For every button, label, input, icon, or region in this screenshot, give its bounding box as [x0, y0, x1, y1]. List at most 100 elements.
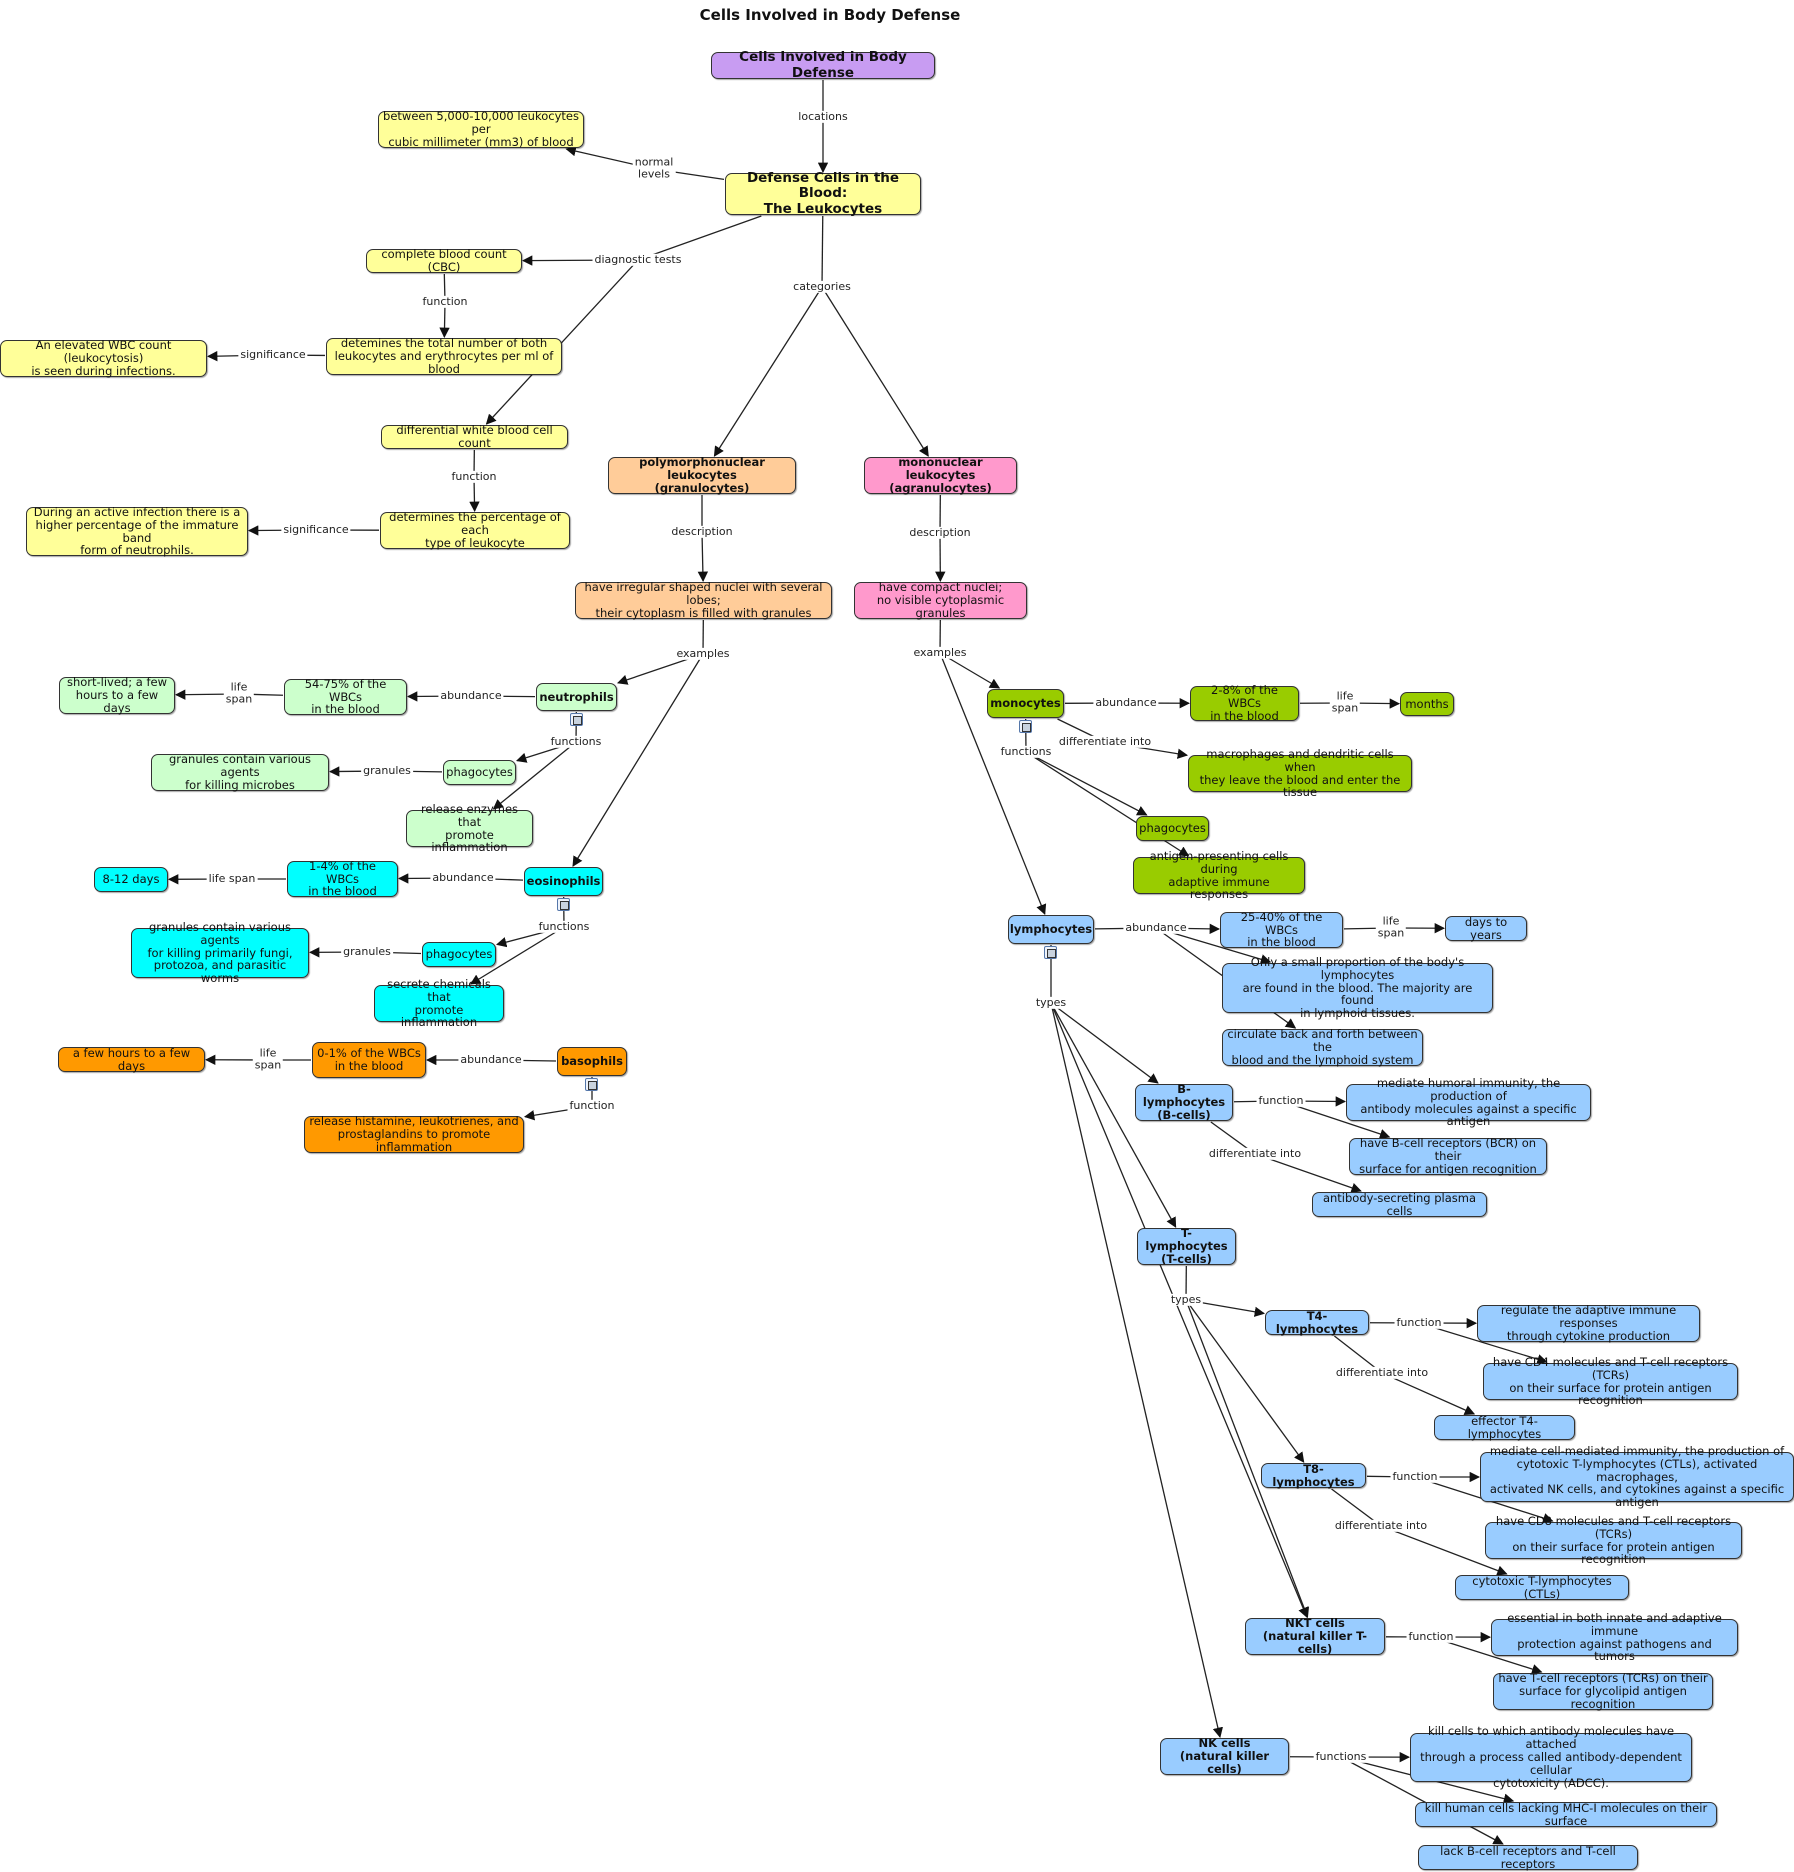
node-basophils[interactable]: basophils	[557, 1047, 627, 1076]
node-t4-cd4[interactable]: have CD4 molecules and T-cell receptors …	[1483, 1355, 1738, 1407]
node-b-bcr[interactable]: have B-cell receptors (BCR) on their sur…	[1349, 1137, 1547, 1175]
connector-line	[492, 741, 577, 810]
node-leukocytes[interactable]: Defense Cells in the Blood: The Leukocyt…	[725, 171, 921, 216]
node-l-small[interactable]: Only a small proportion of the body's ly…	[1222, 955, 1493, 1020]
node-lymphocytes[interactable]: lymphocytes	[1008, 915, 1094, 944]
node-mono[interactable]: mononuclear leukocytes (agranulocytes)	[864, 456, 1017, 494]
link-label-functions: functions	[536, 919, 592, 934]
attachment-icon[interactable]	[1018, 720, 1032, 733]
link-label-abundance: abundance	[438, 688, 504, 703]
attachment-icon[interactable]	[1044, 946, 1057, 959]
node-m-life[interactable]: months	[1400, 692, 1454, 716]
node-t8-med[interactable]: mediate cell-mediated immunity, the prod…	[1480, 1444, 1794, 1509]
node-e-abund[interactable]: 1-4% of the WBCs in the blood	[287, 859, 398, 898]
node-poly[interactable]: polymorphonuclear leukocytes (granulocyt…	[608, 456, 796, 494]
node-t8[interactable]: T8-lymphocytes	[1261, 1462, 1366, 1488]
node-m-abund[interactable]: 2-8% of the WBCs in the blood	[1190, 684, 1299, 722]
node-diff[interactable]: differential white blood cell count	[381, 424, 568, 449]
link-label-diagnostic-tests: diagnostic tests	[592, 252, 684, 267]
link-label-significance: significance	[281, 522, 351, 537]
link-label-differentiate-into: differentiate into	[1333, 1365, 1431, 1380]
node-nk-adcc[interactable]: kill cells to which antibody molecules h…	[1410, 1725, 1692, 1789]
link-label-life-span: life span	[1375, 914, 1407, 941]
connector-line	[697, 531, 709, 583]
link-label-functions: functions	[1313, 1749, 1369, 1764]
node-elevated[interactable]: An elevated WBC count (leukocytosis) is …	[0, 339, 207, 377]
node-cbc[interactable]: complete blood count (CBC)	[366, 248, 522, 273]
node-t4-eff[interactable]: effector T4-lymphocytes	[1434, 1414, 1575, 1440]
node-nkt-tcr[interactable]: have T-cell receptors (TCRs) on their su…	[1493, 1672, 1713, 1710]
node-nkt[interactable]: NKT cells (natural killer T-cells)	[1245, 1617, 1385, 1655]
link-label-significance: significance	[238, 347, 308, 362]
node-t4[interactable]: T4-lymphocytes	[1265, 1309, 1369, 1335]
node-normal[interactable]: between 5,000-10,000 leukocytes per cubi…	[378, 110, 584, 148]
link-label-function: function	[567, 1098, 617, 1113]
node-diff-func[interactable]: determines the percentage of each type o…	[380, 511, 570, 549]
node-e-gran[interactable]: granules contain various agents for kill…	[131, 920, 309, 985]
node-b-life[interactable]: a few hours to a few days	[58, 1046, 205, 1072]
link-label-life-span-inline: life span	[206, 871, 258, 886]
node-e-life[interactable]: 8-12 days	[94, 867, 168, 892]
node-b-hum[interactable]: mediate humoral immunity, the production…	[1346, 1076, 1591, 1128]
link-label-description: description	[669, 524, 735, 539]
node-n-enz[interactable]: release enzymes that promote inflammatio…	[406, 802, 533, 854]
node-n-abund[interactable]: 54-75% of the WBCs in the blood	[284, 677, 407, 716]
connector-line	[1050, 1002, 1223, 1739]
node-t4-reg[interactable]: regulate the adaptive immune responses t…	[1477, 1304, 1700, 1342]
attachment-icon[interactable]	[569, 713, 583, 726]
link-label-granules: granules	[341, 944, 393, 959]
node-m-macro[interactable]: macrophages and dendritic cells when the…	[1188, 747, 1412, 799]
link-label-granules: granules	[361, 763, 413, 778]
connector-line	[637, 215, 762, 261]
node-b-plasma[interactable]: antibody-secreting plasma cells	[1312, 1191, 1487, 1217]
connector-line	[1381, 1372, 1476, 1415]
node-t8-cd8[interactable]: have CD8 molecules and T-cell receptors …	[1485, 1514, 1742, 1566]
link-label-life-span: life span	[223, 680, 255, 707]
node-eosinophils[interactable]: eosinophils	[524, 867, 603, 896]
attachment-icon[interactable]	[585, 1078, 598, 1091]
node-n-phago[interactable]: phagocytes	[443, 760, 516, 785]
node-band[interactable]: During an active infection there is a hi…	[26, 505, 248, 557]
connector-line	[1025, 751, 1148, 816]
link-label-abundance: abundance	[1093, 695, 1159, 710]
node-l-abund[interactable]: 25-40% of the WBCs in the blood	[1220, 910, 1343, 949]
link-label-life-span: life span	[252, 1046, 284, 1073]
node-e-phago[interactable]: phagocytes	[422, 942, 496, 967]
node-e-chem[interactable]: secrete chemicals that promote inflammat…	[374, 977, 504, 1029]
node-n-life[interactable]: short-lived; a few hours to a few days	[59, 676, 175, 714]
node-cbc-func[interactable]: detemines the total number of both leuko…	[326, 337, 562, 375]
node-neutrophils[interactable]: neutrophils	[536, 683, 617, 711]
connector-line	[485, 259, 639, 425]
node-b-abund[interactable]: 0-1% of the WBCs in the blood	[312, 1042, 426, 1078]
node-bcells[interactable]: B-lymphocytes (B-cells)	[1135, 1083, 1233, 1121]
node-mono-desc[interactable]: have compact nuclei; no visible cytoplas…	[854, 581, 1027, 619]
node-m-apc[interactable]: antigen-presenting cells during adaptive…	[1133, 849, 1305, 901]
node-root[interactable]: Cells Involved in Body Defense	[711, 50, 935, 80]
link-label-types: types	[1033, 995, 1069, 1010]
node-nkt-ess[interactable]: essential in both innate and adaptive im…	[1491, 1611, 1738, 1663]
link-label-function: function	[449, 469, 499, 484]
node-l-circ[interactable]: circulate back and forth between the blo…	[1222, 1028, 1423, 1066]
connector-line	[1331, 1488, 1382, 1527]
link-label-locations: locations	[796, 109, 850, 124]
attachment-icon[interactable]	[556, 898, 570, 911]
node-n-gran[interactable]: granules contain various agents for kill…	[151, 753, 329, 791]
connector-line	[572, 653, 704, 867]
node-b-func[interactable]: release histamine, leukotrienes, and pro…	[304, 1115, 524, 1153]
node-nk-lack[interactable]: lack B-cell receptors and T-cell recepto…	[1418, 1844, 1638, 1870]
link-label-function: function	[1256, 1093, 1306, 1108]
node-nk-mhc[interactable]: kill human cells lacking MHC-I molecules…	[1415, 1801, 1717, 1827]
node-l-life[interactable]: days to years	[1445, 915, 1527, 941]
node-poly-desc[interactable]: have irregular shaped nuclei with severa…	[575, 581, 832, 619]
connector-line	[1380, 1525, 1508, 1576]
node-t8-ctl[interactable]: cytotoxic T-lymphocytes (CTLs)	[1455, 1574, 1629, 1600]
link-label-function: function	[1394, 1315, 1444, 1330]
node-m-phago[interactable]: phagocytes	[1136, 816, 1209, 841]
node-monocytes[interactable]: monocytes	[987, 689, 1064, 718]
link-label-function: function	[420, 294, 470, 309]
node-nk[interactable]: NK cells (natural killer cells)	[1160, 1737, 1289, 1775]
link-label-function: function	[1406, 1629, 1456, 1644]
connector-line	[1333, 1335, 1383, 1374]
node-tcells[interactable]: T-lymphocytes (T-cells)	[1137, 1227, 1236, 1265]
